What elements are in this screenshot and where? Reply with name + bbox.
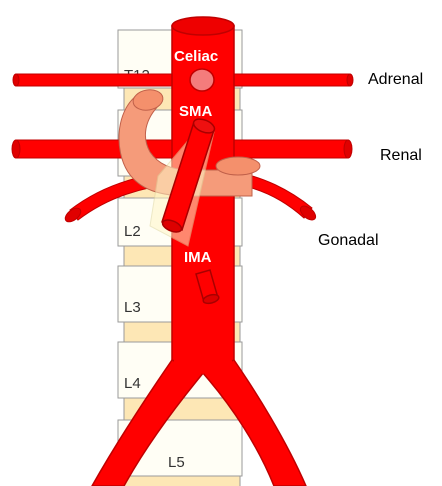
inferior-mesenteric-artery (195, 269, 220, 305)
label-ima: IMA (184, 249, 212, 266)
left-common-iliac-artery (91, 359, 206, 486)
adrenal-arteries (12, 73, 354, 87)
vertebra-label-l2: L2 (124, 223, 141, 240)
celiac-trunk-ostium (189, 68, 215, 92)
right-common-iliac-artery (200, 359, 307, 486)
right-gonadal-end (299, 205, 317, 221)
label-celiac: Celiac (174, 48, 218, 65)
vertebra-label-l3: L3 (124, 299, 141, 316)
label-sma: SMA (179, 103, 213, 120)
ima-distal-end (202, 293, 220, 305)
label-gonadal: Gonadal (318, 232, 379, 249)
left-renal-vein-right-end (215, 156, 261, 176)
left-renal-vein (118, 89, 261, 197)
aorta-top-opening (171, 16, 235, 36)
sma-ostium (192, 118, 216, 134)
right-renal-end (343, 139, 353, 159)
label-adrenal: Adrenal (368, 71, 423, 88)
right-renal-artery (233, 139, 349, 159)
label-renal: Renal (380, 147, 422, 164)
vertebra-label-l5: L5 (168, 454, 185, 471)
superior-mesenteric-artery (149, 118, 216, 247)
right-adrenal-end (346, 73, 354, 87)
aortic-bifurcation-cover (174, 350, 232, 374)
left-renal-vein-upper-end (132, 89, 164, 111)
left-renal-end (11, 139, 21, 159)
sma-distal-end (161, 219, 183, 233)
left-gonadal-end (64, 207, 82, 223)
right-adrenal-artery (233, 73, 351, 87)
left-adrenal-end (12, 73, 20, 87)
disc-l5-s1 (123, 475, 241, 486)
left-adrenal-artery (15, 73, 173, 87)
vertebra-label-l4: L4 (124, 375, 141, 392)
